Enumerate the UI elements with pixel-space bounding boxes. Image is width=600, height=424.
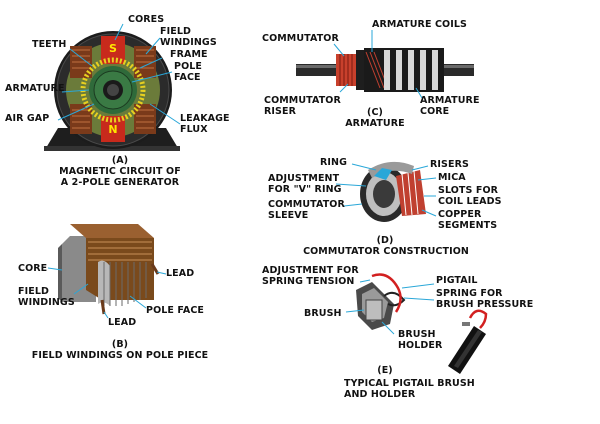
label-field-windings-a: FIELD WINDINGS (160, 26, 217, 48)
label-mica: MICA (438, 172, 466, 183)
label-frame: FRAME (170, 49, 208, 60)
label-adjustment-v-ring: ADJUSTMENT FOR "V" RING (268, 173, 342, 195)
label-core: CORE (18, 263, 48, 274)
caption-c-id: (C) (367, 107, 383, 118)
label-brush-holder: BRUSH HOLDER (398, 329, 443, 351)
label-leakage-flux: LEAKAGE FLUX (180, 113, 230, 135)
label-ring: RING (320, 157, 347, 168)
label-armature-core: ARMATURE CORE (420, 95, 480, 117)
pole-n-letter: N (108, 123, 117, 136)
label-pigtail: PIGTAIL (436, 275, 478, 286)
label-lead-right: LEAD (166, 268, 195, 279)
caption-a-id: (A) (111, 155, 129, 166)
caption-e: TYPICAL PIGTAIL BRUSH AND HOLDER (344, 378, 475, 400)
label-commutator-sleeve: COMMUTATOR SLEEVE (268, 199, 345, 221)
brush-holder-illustration (345, 273, 488, 374)
label-commutator-riser: COMMUTATOR RISER (264, 95, 341, 117)
commutator-illustration (335, 161, 437, 222)
label-risers: RISERS (430, 159, 469, 170)
label-teeth: TEETH (32, 39, 67, 50)
label-cores: CORES (128, 14, 165, 25)
label-pole-face-b: POLE FACE (146, 305, 205, 316)
label-lead-bottom: LEAD (108, 317, 137, 328)
caption-a: MAGNETIC CIRCUIT OF A 2-POLE GENERATOR (59, 166, 181, 188)
label-spring-pressure: SPRING FOR BRUSH PRESSURE (436, 288, 534, 310)
label-air-gap: AIR GAP (5, 113, 50, 124)
caption-b: FIELD WINDINGS ON POLE PIECE (31, 350, 209, 361)
label-armature-coils: ARMATURE COILS (372, 19, 467, 30)
caption-d: COMMUTATOR CONSTRUCTION (303, 246, 469, 257)
caption-d-id: (D) (376, 235, 394, 246)
armature-illustration (296, 30, 474, 99)
label-pole-face-a: POLE FACE (174, 61, 202, 83)
pole-piece-illustration (47, 224, 167, 319)
pole-s-letter: S (109, 42, 117, 55)
label-copper-segments: COPPER SEGMENTS (438, 209, 498, 231)
label-armature-a: ARMATURE (5, 83, 65, 94)
generator-illustration: S N (44, 23, 181, 151)
caption-b-id: (B) (111, 339, 129, 350)
label-commutator: COMMUTATOR (262, 33, 339, 44)
caption-c: ARMATURE (345, 118, 405, 129)
label-field-windings-b: FIELD WINDINGS (18, 286, 75, 308)
label-slots: SLOTS FOR COIL LEADS (438, 185, 502, 207)
label-adjustment-spring: ADJUSTMENT FOR SPRING TENSION (262, 265, 359, 287)
label-brush: BRUSH (304, 308, 342, 319)
caption-e-id: (E) (377, 365, 393, 376)
